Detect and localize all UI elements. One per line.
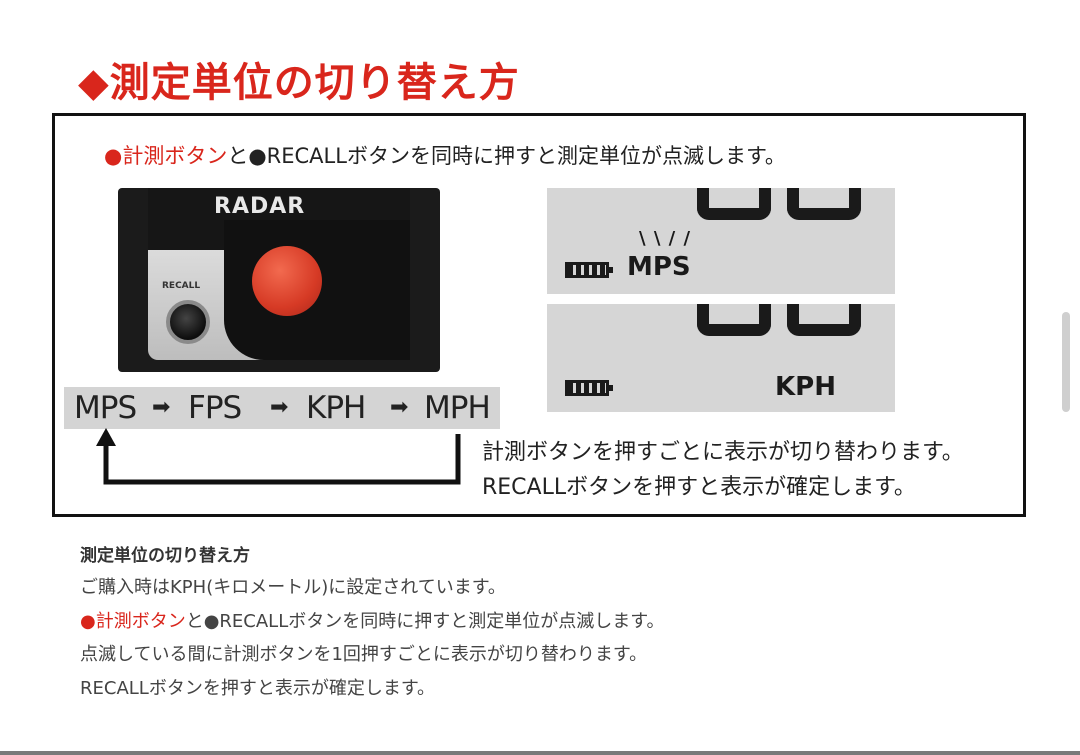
blink-indicator-icon: \ \ / / <box>639 228 692 249</box>
radar-device-photo: RADAR RECALL <box>118 188 440 372</box>
unit-kph: KPH <box>306 390 366 426</box>
unit-mph: MPH <box>424 390 491 426</box>
battery-icon <box>565 262 613 278</box>
unit-fps: FPS <box>188 390 242 426</box>
lcd-unit-kph: KPH <box>775 372 836 402</box>
lcd-digit <box>697 188 771 220</box>
loop-back-arrow-icon <box>96 428 461 485</box>
box-note-line2: RECALLボタンを押すと表示が確定します。 <box>482 475 916 500</box>
recall-label: RECALL <box>162 281 201 291</box>
lcd-unit-mps: MPS <box>627 252 691 282</box>
arrow-icon: ➡ <box>390 395 408 420</box>
measure-button-label: ●計測ボタン <box>104 144 228 168</box>
lcd-digit <box>697 304 771 336</box>
unit-mps: MPS <box>74 390 137 426</box>
description-line2: ●計測ボタンと●RECALLボタンを同時に押すと測定単位が点滅します。 <box>80 611 665 632</box>
intro-text: と●RECALLボタンを同時に押すと測定単位が点滅します。 <box>227 144 786 168</box>
bottom-divider <box>0 751 1080 755</box>
lcd-digit <box>787 304 861 336</box>
scrollbar[interactable] <box>1062 312 1070 412</box>
lcd-digit <box>787 188 861 220</box>
instruction-intro: ●計測ボタンと●RECALLボタンを同時に押すと測定単位が点滅します。 <box>104 140 786 170</box>
battery-icon <box>565 380 613 396</box>
description-title: 測定単位の切り替え方 <box>80 546 250 566</box>
recall-button <box>166 300 210 344</box>
page-title: ◆測定単位の切り替え方 <box>78 59 520 106</box>
description-line4: RECALLボタンを押すと表示が確定します。 <box>80 678 436 699</box>
instruction-box <box>52 113 1026 517</box>
arrow-icon: ➡ <box>270 395 288 420</box>
box-note-line1: 計測ボタンを押すごとに表示が切り替わります。 <box>482 440 964 465</box>
measure-button <box>252 246 322 316</box>
description-line1: ご購入時はKPH(キロメートル)に設定されています。 <box>80 577 506 598</box>
unit-sequence: MPS ➡ FPS ➡ KPH ➡ MPH <box>64 387 500 429</box>
description-line3: 点滅している間に計測ボタンを1回押すごとに表示が切り替わります。 <box>80 644 648 665</box>
lcd-display-bottom: KPH <box>547 304 895 412</box>
arrow-icon: ➡ <box>152 395 170 420</box>
measure-button-label: ●計測ボタン <box>80 611 186 632</box>
lcd-display-top: \ \ / / MPS <box>547 188 895 294</box>
device-brand: RADAR <box>214 194 306 219</box>
